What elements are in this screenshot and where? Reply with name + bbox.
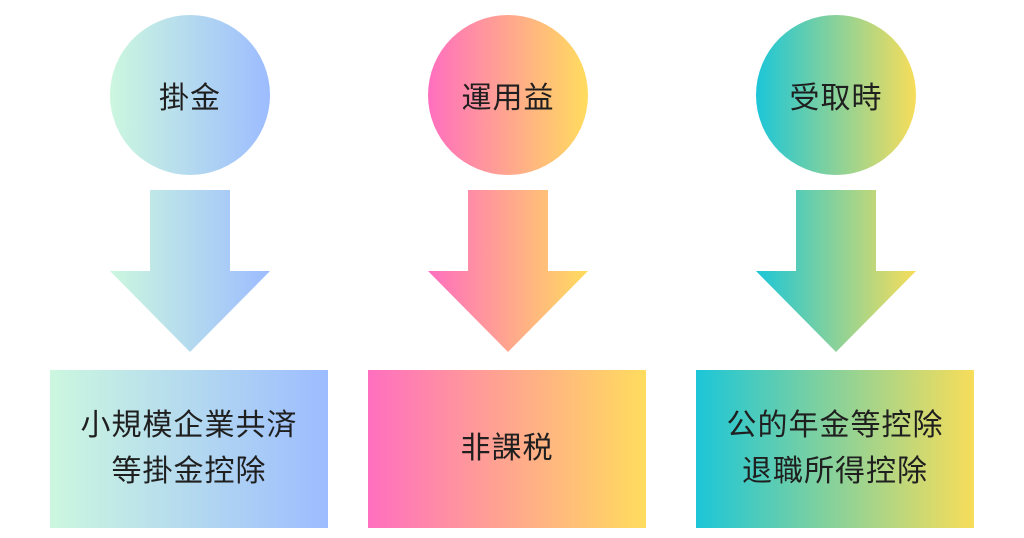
result-box-at-receipt: 公的年金等控除 退職所得控除: [696, 370, 974, 528]
heading-label: 掛金: [159, 81, 221, 116]
heading-circle-investment-gain: 運用益: [428, 15, 588, 175]
result-line-1: 小規模企業共済: [80, 408, 298, 443]
result-line-2: 等掛金控除: [111, 454, 267, 489]
result-line-2: 退職所得控除: [742, 454, 928, 489]
heading-label: 受取時: [789, 81, 883, 116]
result-line-1: 非課税: [460, 431, 554, 466]
result-box-contribution: 小規模企業共済 等掛金控除: [50, 370, 328, 528]
result-line-1: 公的年金等控除: [726, 408, 944, 443]
column-at-receipt: 受取時 公的年金等控除 退職所得控除: [696, 0, 976, 538]
column-investment-gain: 運用益 非課税: [368, 0, 648, 538]
result-box-investment-gain: 非課税: [368, 370, 646, 528]
down-arrow-icon: [428, 190, 588, 352]
heading-circle-contribution: 掛金: [110, 15, 270, 175]
down-arrow-icon: [756, 190, 916, 352]
heading-label: 運用益: [461, 81, 555, 116]
column-contribution: 掛金 小規模企業共済 等掛金控除: [50, 0, 330, 538]
heading-circle-at-receipt: 受取時: [756, 15, 916, 175]
down-arrow-icon: [110, 190, 270, 352]
